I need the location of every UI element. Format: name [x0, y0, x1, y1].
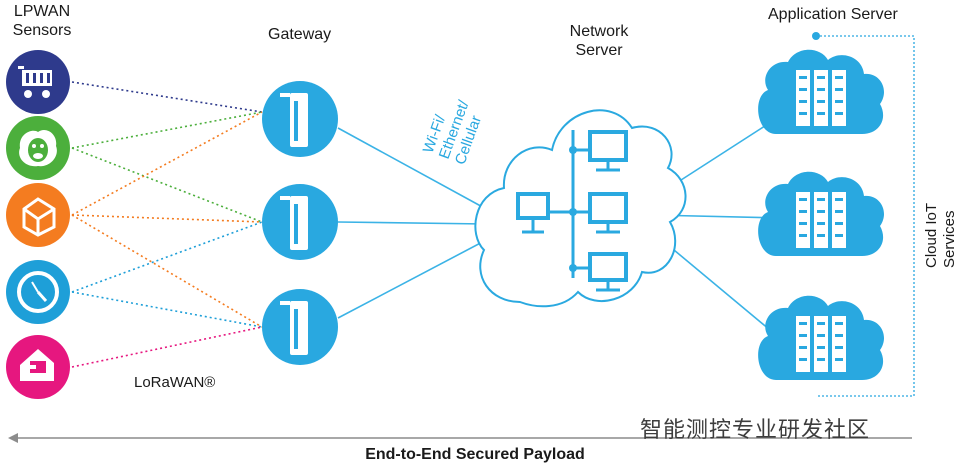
link-build-gw3: [71, 326, 263, 368]
gateway-network-links: [337, 127, 491, 319]
gateway-3: [262, 289, 338, 365]
sensor-logistics: [6, 183, 70, 247]
cloud-services-label: Cloud IoT Services: [923, 199, 958, 268]
sensor-building: [6, 335, 70, 399]
payload-arrow: [8, 433, 912, 443]
link-gw2-ns: [337, 221, 487, 225]
monitor-left-icon: [516, 192, 550, 234]
gateway-2: [262, 184, 338, 260]
shopping-cart-icon: [18, 66, 52, 98]
sensor-utilities: [6, 260, 70, 324]
server-network-icon: [516, 130, 628, 292]
network-server-label: Network Server: [556, 22, 642, 60]
monitor-bottom-icon: [588, 252, 628, 292]
link-retail-gw1: [71, 81, 263, 113]
app-server-cloud-1: [758, 49, 885, 135]
link-agri-gw2: [71, 147, 263, 223]
app-server-cloud-2: [758, 171, 885, 256]
link-agri-gw1: [71, 111, 263, 149]
link-gw1-ns: [337, 127, 489, 211]
sheep-icon: [19, 129, 57, 167]
gateway-1: [262, 81, 338, 157]
app-server-cloud-3: [758, 295, 885, 380]
meter-dial-icon: [17, 271, 59, 313]
link-gw3-ns: [337, 237, 491, 319]
link-logi-gw1: [71, 111, 263, 216]
wireless-label: Wi-Fi/ Ethernet/ Cellular: [420, 88, 490, 167]
package-icon: [22, 197, 56, 237]
network-server-label-line1: Network: [569, 23, 629, 40]
monitor-middle-icon: [588, 192, 628, 234]
payload-label: End-to-End Secured Payload: [365, 446, 585, 463]
sensor-retail: [6, 50, 70, 114]
cloud-services-bracket: [812, 32, 915, 397]
monitor-top-icon: [588, 130, 628, 172]
link-util-gw3: [71, 291, 263, 328]
link-util-gw2: [71, 221, 263, 293]
lorawan-label: LoRaWAN®: [134, 374, 216, 391]
link-logi-gw2: [71, 214, 263, 223]
application-server-label: Application Server: [768, 6, 898, 23]
sensor-agriculture: [6, 116, 70, 180]
network-server-label-line2: Server: [575, 42, 623, 59]
sensors-label-line2: Sensors: [12, 22, 72, 39]
network-server-cloud: [474, 109, 687, 308]
sensor-gateway-links: [71, 81, 263, 368]
gateway-label: Gateway: [268, 26, 332, 43]
link-logi-gw3: [71, 214, 263, 328]
sensors-label-line1: LPWAN: [13, 3, 71, 20]
sensors-label: LPWAN Sensors: [10, 2, 74, 40]
watermark-text: 智能测控专业研发社区: [640, 418, 871, 443]
house-plug-icon: [20, 349, 54, 381]
